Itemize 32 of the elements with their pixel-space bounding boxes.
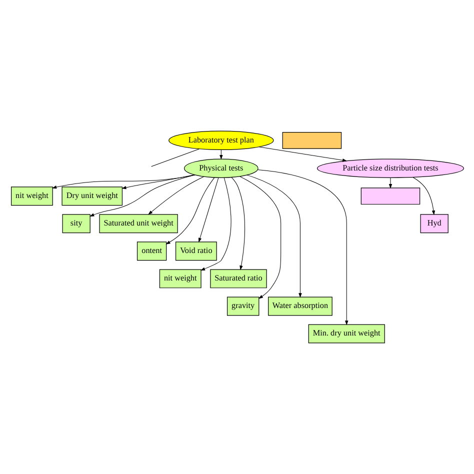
node-box (360, 188, 420, 205)
node-box: Water absorption (268, 296, 332, 316)
node-box: gravity (226, 296, 259, 316)
node-ellipse: Laboratory test plan (168, 130, 274, 150)
arrow (239, 176, 281, 299)
arrow (219, 150, 222, 160)
node-ellipse: Physical tests (184, 158, 258, 178)
node-box: Min. dry unit weight (308, 324, 384, 344)
node-box: Saturated ratio (210, 269, 266, 288)
arrow (198, 178, 218, 242)
node-box: sity (62, 214, 90, 234)
arrow (230, 177, 245, 270)
node-box (282, 132, 342, 149)
node-box: Void ratio (174, 242, 216, 261)
node-box: nit weight (10, 186, 52, 206)
arrow (51, 174, 195, 189)
arrow (256, 169, 348, 326)
node-box: ontent (136, 242, 166, 261)
arrow (165, 177, 214, 244)
node-box: nit weight (158, 269, 201, 288)
arrow (388, 178, 392, 189)
node-box: Hyd (420, 214, 448, 234)
arrow (412, 177, 435, 216)
node-box: Dry unit weight (61, 186, 122, 206)
arrow (89, 174, 194, 217)
node-box: Saturated unit weight (98, 214, 178, 234)
arrow (246, 174, 302, 298)
arrow (148, 176, 204, 215)
connector (150, 148, 199, 167)
arrow (200, 178, 231, 271)
arrow (258, 146, 347, 162)
arrow (121, 174, 194, 190)
